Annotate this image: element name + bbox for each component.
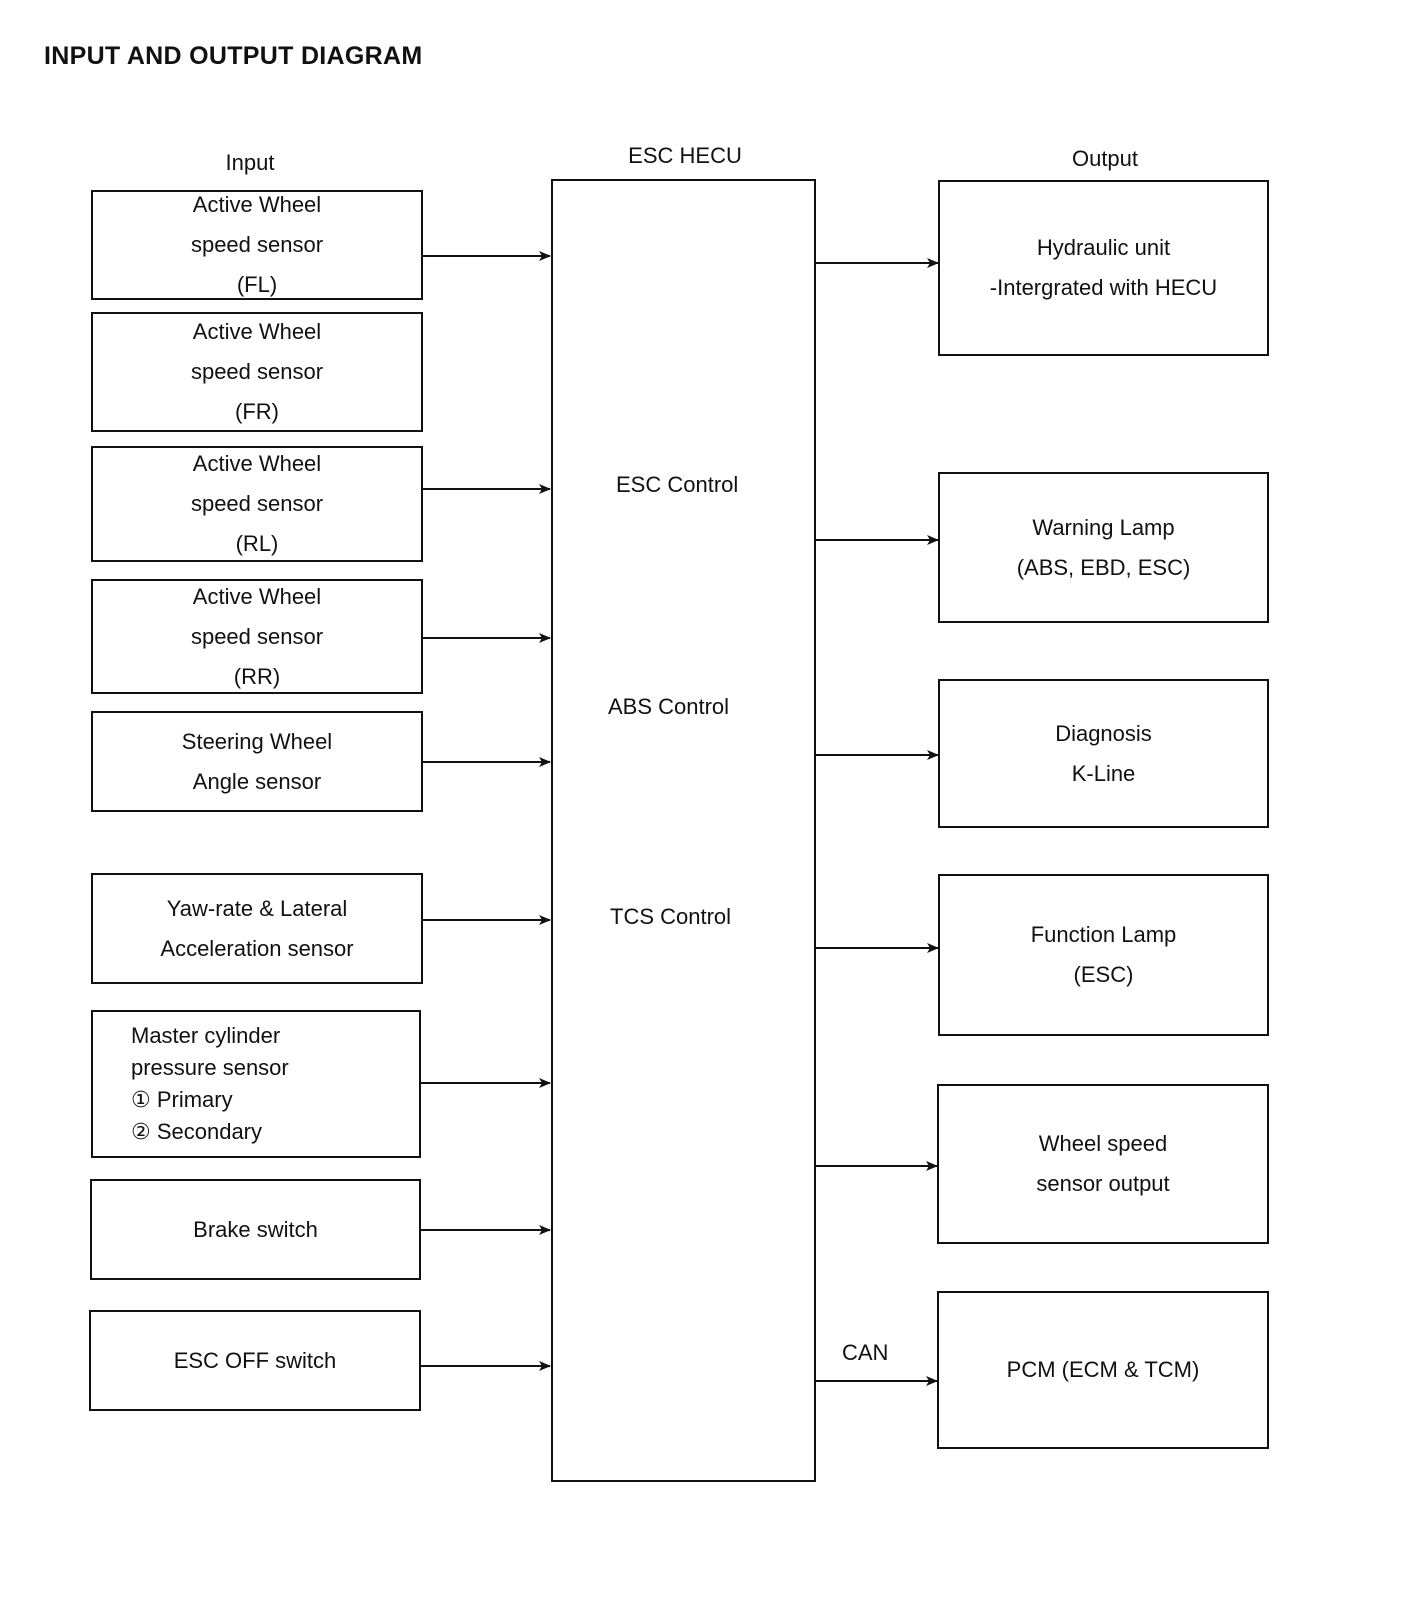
input-label-line: Active Wheel <box>192 192 322 217</box>
input-label-line: Active Wheel <box>192 319 322 344</box>
output-label-line: (ABS, EBD, ESC) <box>1016 554 1191 580</box>
input-box-steering-angle-sensor: Steering Wheel Angle sensor <box>91 711 423 812</box>
output-box-pcm: PCM (ECM & TCM) <box>937 1291 1269 1449</box>
input-label-line: speed sensor <box>190 623 324 649</box>
input-box-fl-wheel-speed-sensor: Active Wheel speed sensor (FL) <box>91 190 423 300</box>
input-label-line: speed sensor <box>190 491 324 516</box>
input-box-rr-wheel-speed-sensor: Active Wheel speed sensor (RR) <box>91 579 423 694</box>
input-box-fr-wheel-speed-sensor: Active Wheel speed sensor (FR) <box>91 312 423 432</box>
input-column-header: Input <box>225 150 275 175</box>
input-label-line: pressure sensor <box>131 1055 289 1080</box>
input-box-master-cylinder-pressure-sensor: Master cylinder pressure sensor ① Primar… <box>91 1010 421 1158</box>
input-label-line: (RR) <box>233 663 281 689</box>
output-label-line: sensor output <box>1036 1171 1170 1196</box>
input-box-esc-off-switch: ESC OFF switch <box>89 1310 421 1411</box>
page-title: INPUT AND OUTPUT DIAGRAM <box>44 42 423 70</box>
output-column-header: Output <box>1071 146 1139 171</box>
ecu-header: ESC HECU <box>628 143 742 168</box>
esc-hecu-block <box>551 179 816 1482</box>
input-label-line: ESC OFF switch <box>173 1347 337 1373</box>
output-box-function-lamp: Function Lamp (ESC) <box>938 874 1269 1036</box>
input-label-line: speed sensor <box>190 359 324 384</box>
input-label-line: ② Secondary <box>131 1119 263 1144</box>
input-label-line: Brake switch <box>193 1216 318 1242</box>
input-label-line: Active Wheel <box>192 583 322 609</box>
input-label-line: (RL) <box>235 531 279 556</box>
input-label-line: ① Primary <box>131 1087 233 1112</box>
input-label-line: speed sensor <box>190 232 324 257</box>
output-box-hydraulic-unit: Hydraulic unit -Intergrated with HECU <box>938 180 1269 356</box>
output-label-line: -Intergrated with HECU <box>989 275 1218 300</box>
ecu-control-label: ESC Control <box>616 472 739 497</box>
output-box-warning-lamp: Warning Lamp (ABS, EBD, ESC) <box>938 472 1269 623</box>
input-label-line: Active Wheel <box>192 451 322 476</box>
ecu-control-label: ABS Control <box>608 694 730 719</box>
input-box-brake-switch: Brake switch <box>90 1179 421 1280</box>
output-box-wheel-speed-output: Wheel speed sensor output <box>937 1084 1269 1244</box>
input-box-rl-wheel-speed-sensor: Active Wheel speed sensor (RL) <box>91 446 423 562</box>
input-label-line: Angle sensor <box>192 768 322 794</box>
ecu-control-label: TCS Control <box>610 904 732 929</box>
output-box-diagnosis: Diagnosis K-Line <box>938 679 1269 828</box>
input-label-line: Master cylinder <box>131 1023 281 1048</box>
input-label-line: Acceleration sensor <box>160 935 354 961</box>
input-label-line: Steering Wheel <box>181 728 333 754</box>
output-label-line: Function Lamp <box>1030 922 1177 947</box>
output-label-line: Diagnosis <box>1055 720 1152 746</box>
output-label-line: Hydraulic unit <box>1036 235 1171 260</box>
input-label-line: Yaw-rate & Lateral <box>166 895 348 921</box>
input-label-line: (FL) <box>236 272 278 297</box>
input-label-line: (FR) <box>235 399 279 424</box>
output-label-line: Warning Lamp <box>1032 514 1175 540</box>
output-label-line: K-Line <box>1071 760 1136 786</box>
output-label-line: PCM (ECM & TCM) <box>1006 1357 1200 1382</box>
output-label-line: Wheel speed <box>1038 1131 1168 1156</box>
can-bus-label: CAN <box>842 1340 889 1365</box>
output-label-line: (ESC) <box>1073 962 1134 987</box>
input-box-yaw-rate-sensor: Yaw-rate & Lateral Acceleration sensor <box>91 873 423 984</box>
